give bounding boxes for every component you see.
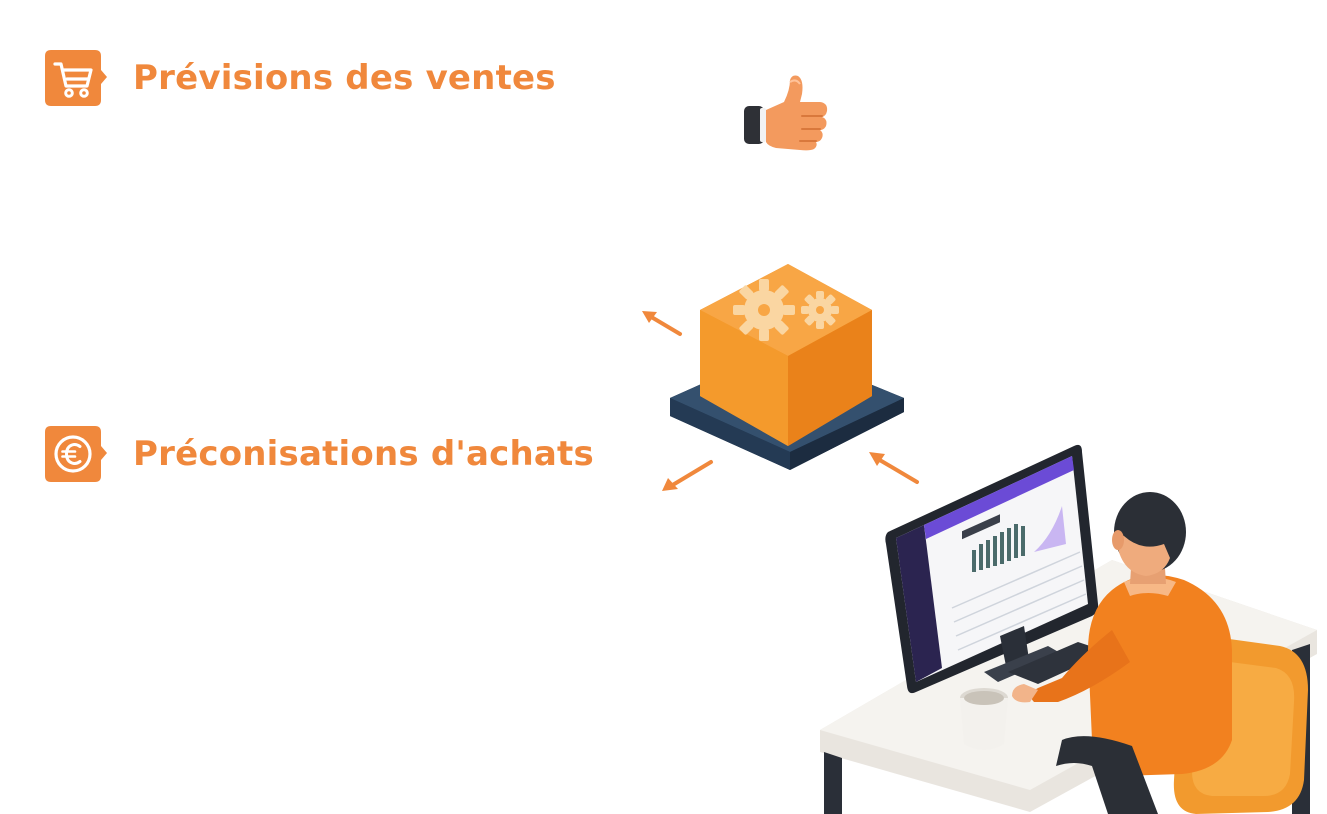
arrow-icon	[662, 460, 713, 491]
feature-label: Préconisations d'achats	[133, 434, 594, 474]
thumbs-up-icon	[744, 75, 828, 151]
feature-label: Prévisions des ventes	[133, 58, 556, 98]
euro-coin-icon	[45, 426, 107, 482]
arrow-icon	[869, 452, 919, 484]
arrow-icon	[642, 311, 682, 336]
gear-cube-icon	[670, 264, 904, 470]
feature-sales-forecast: Prévisions des ventes	[45, 50, 556, 106]
person-at-computer-illustration	[820, 444, 1317, 814]
shopping-cart-icon	[45, 50, 107, 106]
feature-purchase-recommendations: Préconisations d'achats	[45, 426, 594, 482]
